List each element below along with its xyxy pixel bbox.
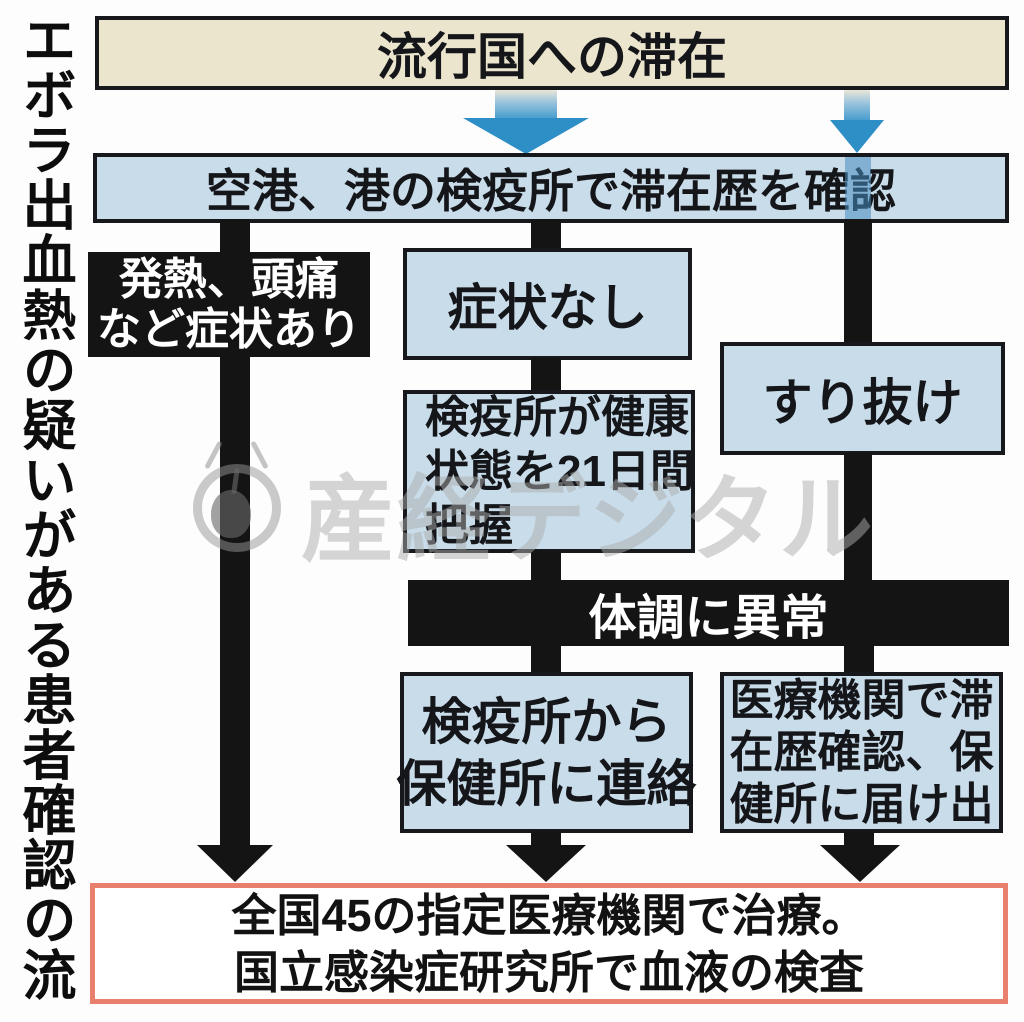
flow-box-line: 状態を21日間 bbox=[425, 446, 694, 496]
down-arrow-mid-head bbox=[506, 845, 586, 882]
flow-bar-quarantine-check: 空港、港の検疫所で滞在歴を確認 bbox=[93, 153, 1009, 223]
flow-box-line: 在歴確認、保 bbox=[729, 727, 994, 777]
connector-left-1 bbox=[220, 219, 250, 255]
flow-box-label: 症状なし bbox=[447, 280, 648, 336]
down-arrow-left-head bbox=[197, 845, 273, 882]
flow-box-label: 流行国への滞在 bbox=[377, 29, 727, 85]
connector-left-long bbox=[220, 355, 250, 847]
flow-box-contact-health-center: 検疫所から 保健所に連絡 bbox=[397, 672, 697, 833]
connector-mid-5 bbox=[531, 831, 561, 847]
flow-box-label: すり抜け bbox=[762, 374, 963, 431]
flow-box-line: 医療機関で滞 bbox=[729, 675, 994, 725]
connector-right-4 bbox=[844, 831, 874, 847]
connector-mid-3 bbox=[531, 551, 561, 582]
flow-box-monitor-21days: 検疫所が健康 状態を21日間 把握 bbox=[403, 390, 695, 553]
flow-box-line: など症状あり bbox=[97, 304, 361, 354]
flow-bar-label: 空港、港の検疫所で滞在歴を確認 bbox=[206, 165, 896, 217]
down-arrow-right-head bbox=[820, 845, 900, 882]
flow-box-line: 把握 bbox=[425, 500, 513, 550]
flow-box-no-symptoms: 症状なし bbox=[403, 248, 692, 360]
flow-box-line: 全国45の指定医療機関で治療。 bbox=[231, 889, 867, 941]
flow-box-line: 保健所に連絡 bbox=[396, 755, 697, 812]
flow-box-line: 健所に届け出 bbox=[729, 779, 994, 829]
flow-box-line: 検疫所から bbox=[421, 693, 672, 750]
down-arrow-main-head bbox=[463, 118, 589, 154]
slip-through-stripe bbox=[845, 157, 871, 219]
flow-box-line: 国立感染症研究所で血液の検査 bbox=[233, 946, 864, 998]
flow-box-medical-report: 医療機関で滞 在歴確認、保 健所に届け出 bbox=[720, 672, 1003, 833]
flow-box-line: 発熱、頭痛 bbox=[119, 254, 339, 304]
flow-box-symptoms-present: 発熱、頭痛 など症状あり bbox=[88, 252, 370, 357]
connector-right-3 bbox=[844, 644, 874, 674]
flow-box-line: 検疫所が健康 bbox=[425, 392, 689, 442]
flow-box-treatment-result: 全国45の指定医療機関で治療。 国立感染症研究所で血液の検査 bbox=[90, 883, 1008, 1004]
connector-mid-1 bbox=[531, 219, 561, 253]
vertical-headline: エボラ出血熱の疑いがある患者確認の流れ bbox=[14, 12, 74, 1002]
down-arrow-main-shaft bbox=[495, 90, 557, 120]
connector-right-1 bbox=[844, 219, 872, 345]
flow-box-slip-through: すり抜け bbox=[720, 342, 1005, 455]
connector-right-2 bbox=[844, 453, 872, 582]
logo-antenna-right bbox=[250, 440, 269, 470]
flow-box-stay-in-epidemic-country: 流行国への滞在 bbox=[95, 16, 1009, 90]
down-arrow-slip-head bbox=[830, 120, 884, 153]
flow-bar-label: 体調に異常 bbox=[588, 592, 829, 645]
connector-mid-2 bbox=[531, 358, 561, 392]
flow-bar-condition-abnormal: 体調に異常 bbox=[408, 580, 1009, 646]
connector-mid-4 bbox=[531, 644, 561, 674]
down-arrow-slip-shaft bbox=[844, 90, 870, 122]
